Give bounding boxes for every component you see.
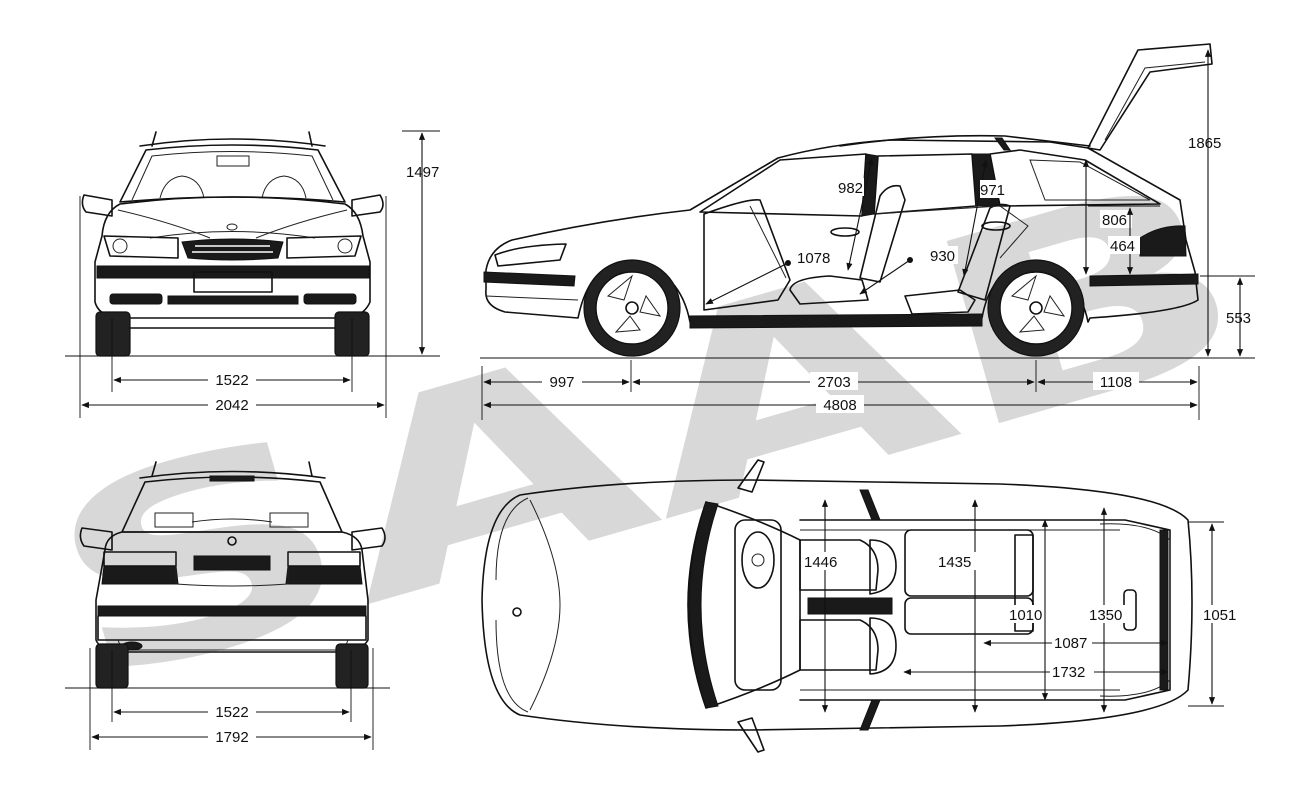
front-shoulder-width-label: 1446: [804, 554, 837, 571]
height-tailgate-open-label: 1865: [1188, 135, 1221, 152]
tailgate-opening-width-label: 1051: [1203, 607, 1236, 624]
rear-legroom-label: 930: [930, 248, 955, 265]
front-view-dimensions: 1522 2042 1497: [79, 130, 440, 418]
top-view-dimensions: 1446 1435 1010 1350 1051 1087 1732: [802, 499, 1242, 713]
length-label: 4808: [823, 397, 856, 414]
rear-track-label: 1522: [215, 704, 248, 721]
side-view: [480, 43, 1255, 359]
cargo-width-label: 1350: [1089, 607, 1122, 624]
rear-view: [65, 461, 390, 689]
cargo-length-folded-label: 1732: [1052, 664, 1085, 681]
ground-to-bumper-label: 553: [1226, 310, 1251, 327]
cargo-length-label: 1087: [1054, 635, 1087, 652]
wheel-arch-width-label: 1010: [1009, 607, 1042, 624]
front-overhang-label: 997: [549, 374, 574, 391]
rear-view-dimensions: 1522 1792: [89, 648, 374, 750]
wheelbase-label: 2703: [817, 374, 850, 391]
loading-height-label: 464: [1110, 238, 1135, 255]
rear-headroom-label: 971: [980, 182, 1005, 199]
front-headroom-label: 982: [838, 180, 863, 197]
front-track-label: 1522: [215, 372, 248, 389]
front-height-label: 1497: [406, 164, 439, 181]
cargo-height-label: 806: [1102, 212, 1127, 229]
rear-width-label: 1792: [215, 729, 248, 746]
front-width-label: 2042: [215, 397, 248, 414]
front-view: [65, 131, 440, 357]
front-legroom-label: 1078: [797, 250, 830, 267]
side-view-dimensions: 997 2703 1108 4808 1865 553 982 971 1078…: [481, 49, 1255, 420]
rear-overhang-label: 1108: [1100, 374, 1132, 391]
rear-shoulder-width-label: 1435: [938, 554, 971, 571]
top-view: [481, 459, 1193, 753]
